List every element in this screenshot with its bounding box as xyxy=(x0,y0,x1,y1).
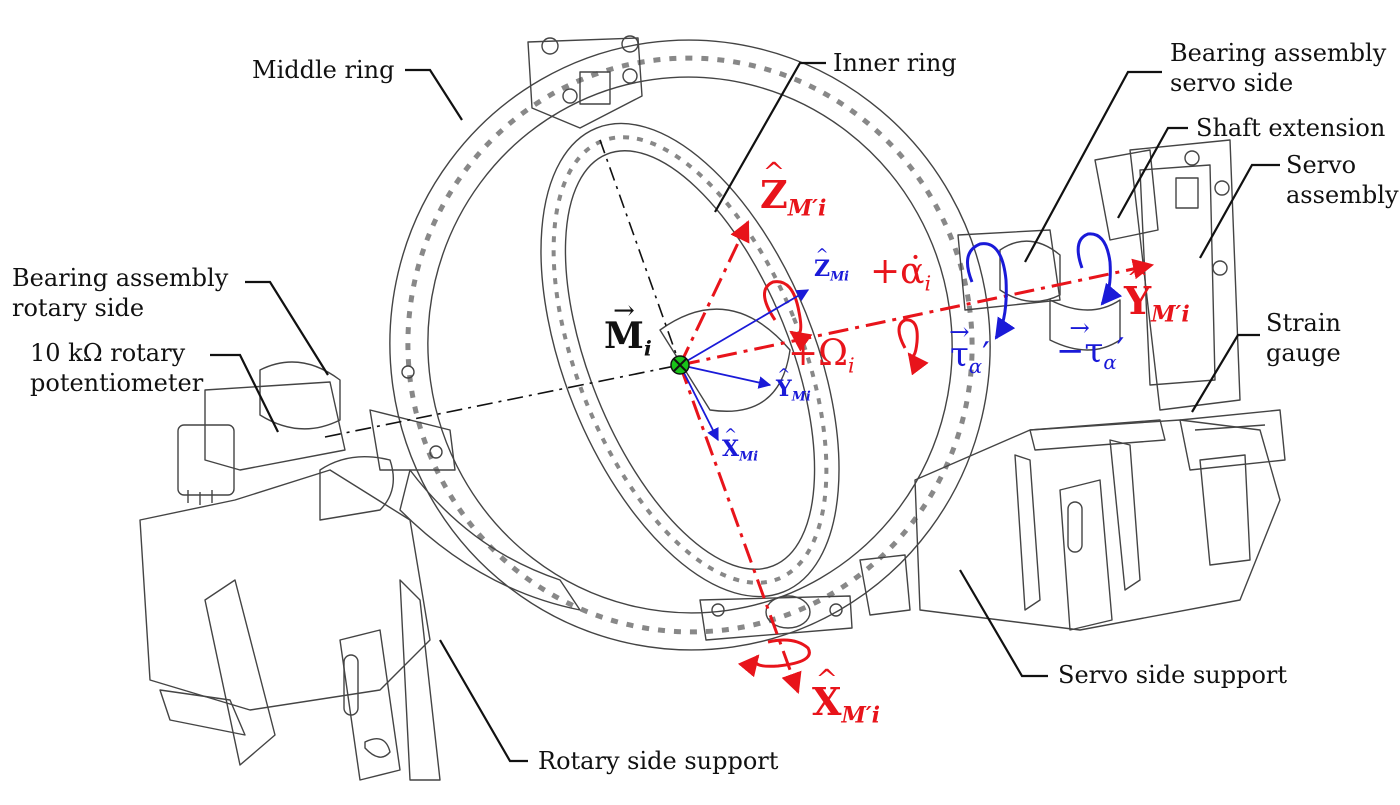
y-frame-axis xyxy=(679,258,1155,367)
callout-potentiometer-line1: 10 kΩ rotary xyxy=(30,339,186,367)
x-body-base: X xyxy=(722,438,739,460)
leader-shaft-extension xyxy=(1117,126,1188,219)
callout-strain-gauge: Strain gauge xyxy=(1266,308,1341,368)
callout-inner-ring: Inner ring xyxy=(833,48,957,78)
z-frame-base: Z xyxy=(760,176,788,214)
bracket-axis-dashed-line xyxy=(599,139,681,366)
tau-neg-label: −τα′ xyxy=(1056,334,1124,373)
reference-lines xyxy=(324,139,681,438)
leader-servo-assembly xyxy=(1199,163,1280,259)
y-frame-sub: M′i xyxy=(1151,301,1190,328)
leader-bearing-rotary xyxy=(245,280,329,376)
frame-axes xyxy=(678,220,1155,694)
ring-clamp-part xyxy=(859,554,911,616)
x-frame-sub: M′i xyxy=(841,702,881,729)
leader-inner-ring xyxy=(714,61,826,213)
callout-servo-assembly-line2: assembly xyxy=(1286,181,1399,209)
origin-sub: i xyxy=(643,335,652,361)
omega-rotation-arrow xyxy=(897,318,929,376)
callout-rotary-side-support: Rotary side support xyxy=(538,746,778,776)
y-body-label: YMi xyxy=(776,378,811,404)
callout-servo-side-support: Servo side support xyxy=(1058,660,1287,690)
y-frame-label: YM′i xyxy=(1124,282,1190,326)
callout-rotary-side-support-text: Rotary side support xyxy=(538,747,779,775)
leader-servo-support xyxy=(959,569,1048,678)
tau-pos-prime: ′ xyxy=(982,335,990,375)
callout-servo-assembly: Servo assembly xyxy=(1286,150,1399,210)
alpha-dot-sub: i xyxy=(924,271,932,296)
body-axes xyxy=(679,232,1123,442)
callout-servo-assembly-line1: Servo xyxy=(1286,151,1357,179)
alpha-dot-text: +α̇ xyxy=(870,251,925,292)
callout-bearing-rotary-line1: Bearing assembly xyxy=(12,264,229,292)
leader-middle-ring xyxy=(405,68,463,121)
callout-strain-gauge-line1: Strain xyxy=(1266,309,1341,337)
alpha-dot-rotation-arrow xyxy=(763,280,813,352)
z-body-sub: Mi xyxy=(830,269,850,285)
z-body-axis xyxy=(679,289,810,366)
x-frame-axis xyxy=(678,364,802,694)
tau-pos-text: τ xyxy=(950,338,969,372)
callout-bearing-rotary-line2: rotary side xyxy=(12,294,145,322)
tau-pos-sub: α xyxy=(968,354,983,378)
tau-neg-prime: ′ xyxy=(1116,331,1125,371)
y-body-sub: Mi xyxy=(791,389,811,405)
callout-shaft-extension-text: Shaft extension xyxy=(1196,114,1386,142)
y-body-base: Y xyxy=(776,378,792,400)
y-frame-base: Y xyxy=(1124,282,1151,320)
x-body-sub: Mi xyxy=(739,449,759,465)
tau-neg-text: −τ xyxy=(1056,334,1103,368)
omega-label: +Ωi xyxy=(788,336,855,376)
callout-shaft-extension: Shaft extension xyxy=(1196,113,1385,143)
tau-pos-label: τα′ xyxy=(950,338,990,377)
origin-label: Mi xyxy=(604,318,652,359)
z-body-base: Z xyxy=(814,258,830,280)
leader-strain-gauge xyxy=(1191,333,1260,413)
z-body-label: ZMi xyxy=(814,258,849,284)
servo-side-support-part xyxy=(914,409,1286,631)
callout-middle-ring-text: Middle ring xyxy=(252,56,395,84)
callout-bearing-servo: Bearing assembly servo side xyxy=(1170,38,1386,98)
y-body-axis xyxy=(679,364,772,389)
alpha-dot-label: +α̇i xyxy=(870,254,931,294)
callout-potentiometer-line2: potentiometer xyxy=(30,369,204,397)
callout-bearing-servo-line1: Bearing assembly xyxy=(1170,39,1387,67)
callout-strain-gauge-line2: gauge xyxy=(1266,339,1341,367)
callout-bearing-rotary: Bearing assembly rotary side xyxy=(12,263,228,323)
rotary-side-assembly xyxy=(177,361,456,505)
inner-ring-part xyxy=(540,122,840,598)
rotary-side-support-part xyxy=(139,455,581,781)
x-body-axis xyxy=(679,364,719,442)
callout-inner-ring-text: Inner ring xyxy=(833,49,957,77)
leader-bearing-servo xyxy=(1024,70,1162,263)
origin-base: M xyxy=(604,318,644,354)
x-frame-rotation-arrow xyxy=(737,638,811,678)
callout-bearing-servo-line2: servo side xyxy=(1170,69,1294,97)
tau-neg-sub: α xyxy=(1103,350,1117,374)
callout-middle-ring: Middle ring xyxy=(252,55,394,85)
x-body-label: XMi xyxy=(722,438,758,464)
z-frame-label: ZM′i xyxy=(760,176,826,220)
tau-neg-rotation-arrow xyxy=(1076,232,1123,306)
z-frame-sub: M′i xyxy=(787,195,827,222)
leader-rotary-support xyxy=(439,639,528,763)
origin-marker xyxy=(670,355,690,375)
omega-text: +Ω xyxy=(788,333,849,374)
callout-servo-side-support-text: Servo side support xyxy=(1058,661,1288,689)
z-frame-axis xyxy=(678,220,750,366)
callout-leaders xyxy=(210,61,1280,763)
omega-sub: i xyxy=(848,353,855,378)
leader-potentiometer xyxy=(210,353,279,433)
x-frame-label: XM′i xyxy=(812,683,880,727)
top-bracket-part xyxy=(527,35,643,129)
callout-potentiometer: 10 kΩ rotary potentiometer xyxy=(30,338,203,398)
rotary-axis-dashed-line xyxy=(324,364,681,438)
bottom-bracket-part xyxy=(699,595,853,641)
tau-pos-rotation-arrow xyxy=(966,242,1016,340)
x-frame-base: X xyxy=(812,683,841,721)
